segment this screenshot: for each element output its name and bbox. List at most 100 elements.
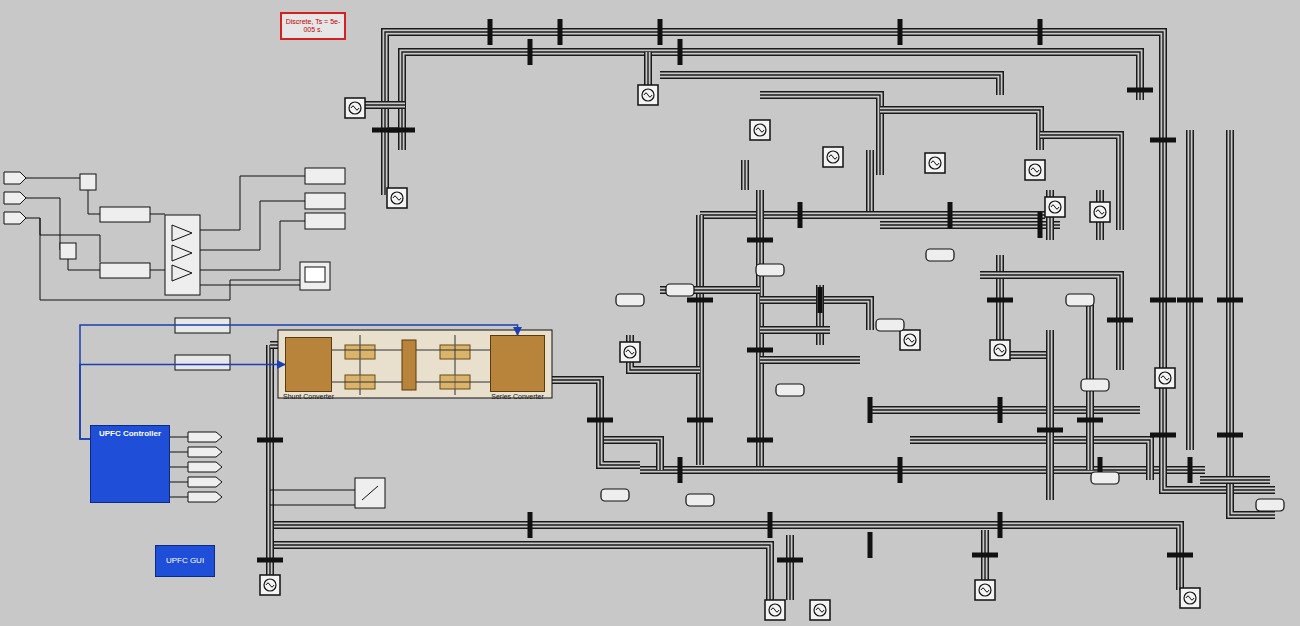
- signal-line: [170, 497, 188, 498]
- block-title: UPFC GUI: [159, 556, 211, 565]
- bus-bar: [798, 202, 803, 228]
- load-block: [876, 319, 904, 331]
- load-block: [1256, 499, 1284, 511]
- bus-bar: [1217, 298, 1243, 303]
- bus-bar: [687, 298, 713, 303]
- measurement-block: [165, 215, 200, 295]
- bus-bar: [768, 512, 773, 538]
- bus-bar: [987, 298, 1013, 303]
- bus-bar: [868, 397, 873, 423]
- load-block: [926, 249, 954, 261]
- load-block: [756, 264, 784, 276]
- block-title: Discrete, Ts = 5e-005 s.: [285, 18, 341, 34]
- dc-link-wire: [360, 335, 361, 395]
- input-port: [4, 172, 26, 184]
- bus-bar: [747, 348, 773, 353]
- three-phase-line: [870, 410, 1140, 411]
- generator-symbol: [900, 330, 920, 350]
- bus-bar: [257, 438, 283, 443]
- scope-block: [300, 262, 330, 290]
- load-block: [616, 294, 644, 306]
- gain-triangle: [172, 245, 192, 261]
- block-title: UPFC Controller: [94, 429, 166, 438]
- bus-bar: [389, 128, 415, 133]
- generator-symbol: [1180, 588, 1200, 608]
- bus-bar: [528, 39, 533, 65]
- signal-block: [60, 243, 76, 259]
- bus-bar: [898, 19, 903, 45]
- three-phase-line: [790, 535, 791, 600]
- load-block: [666, 284, 694, 296]
- signal-line: [200, 176, 305, 230]
- subsystem-block: Discrete, Ts = 5e-005 s.: [280, 12, 346, 40]
- signal-line: [170, 437, 188, 438]
- bus-bar: [1038, 212, 1043, 238]
- bus-bar: [1188, 457, 1193, 483]
- signal-connector: [80, 325, 518, 439]
- bus-bar: [747, 238, 773, 243]
- load-block: [686, 494, 714, 506]
- bus-bar: [1038, 19, 1043, 45]
- generator-symbol: [975, 580, 995, 600]
- goto-tag: [188, 432, 222, 442]
- signal-line: [200, 285, 300, 286]
- generator-symbol: [345, 98, 365, 118]
- generator-symbol: [1090, 202, 1110, 222]
- signal-line: [26, 198, 60, 250]
- signal-line: [150, 214, 165, 215]
- three-phase-line: [880, 225, 1060, 226]
- generator-symbol: [925, 153, 945, 173]
- dc-link-wire: [455, 335, 456, 395]
- bus-bar: [818, 287, 823, 313]
- bus-bar: [1150, 433, 1176, 438]
- signal-line: [200, 201, 305, 250]
- three-phase-line: [1200, 480, 1270, 481]
- three-phase-line: [402, 52, 1140, 150]
- generator-symbol: [638, 85, 658, 105]
- generator-symbol: [620, 342, 640, 362]
- signal-line: [170, 467, 188, 468]
- bus-bar: [1077, 418, 1103, 423]
- signal-line: [170, 452, 188, 453]
- signal-line: [26, 178, 80, 179]
- load-block: [1081, 379, 1109, 391]
- three-phase-line: [1050, 330, 1051, 500]
- bus-bar: [1150, 138, 1176, 143]
- load-block: [1091, 472, 1119, 484]
- three-phase-line: [760, 300, 870, 330]
- subsystem-block: UPFC GUI: [155, 545, 215, 577]
- three-phase-line: [1190, 130, 1191, 450]
- bus-bar: [488, 19, 493, 45]
- bus-bar: [777, 558, 803, 563]
- dc-capacitor: [402, 340, 416, 390]
- signal-line: [40, 218, 100, 262]
- three-phase-line: [745, 160, 746, 190]
- bus-bar: [658, 19, 663, 45]
- dc-link-wire: [360, 335, 361, 395]
- three-phase-line: [870, 150, 871, 215]
- three-phase-line: [1163, 160, 1275, 490]
- bus-bar: [868, 532, 873, 558]
- generator-symbol: [765, 600, 785, 620]
- block-label: Shunt Converter: [266, 393, 351, 401]
- generator-symbol: [387, 188, 407, 208]
- loads: [601, 249, 1284, 511]
- converter-block: Series Converter: [490, 335, 545, 392]
- bus-bar: [898, 457, 903, 483]
- three-phase-line: [1230, 130, 1275, 515]
- three-phase-line: [385, 32, 1163, 195]
- signal-line: [150, 270, 165, 271]
- three-phase-line: [270, 525, 1180, 590]
- bus-bars: [257, 19, 1243, 563]
- three-phase-line: [760, 95, 880, 175]
- block-label: Series Converter: [471, 393, 564, 401]
- three-phase-line: [270, 545, 770, 600]
- generator-symbol: [1045, 197, 1065, 217]
- three-phase-line: [700, 215, 701, 465]
- signal-block: [305, 193, 345, 209]
- bus-bar: [998, 512, 1003, 538]
- load-block: [1066, 294, 1094, 306]
- bus-bar: [587, 418, 613, 423]
